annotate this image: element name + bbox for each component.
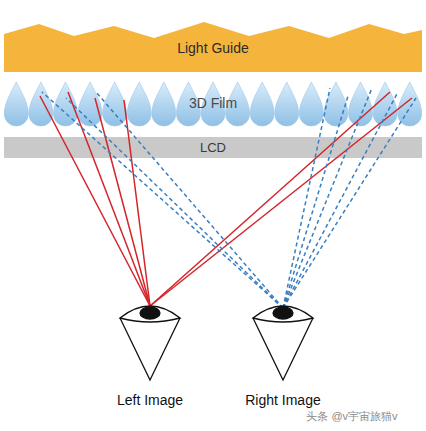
band-label: Light Guide: [177, 30, 249, 56]
lens-droplet: [275, 82, 299, 126]
eye-label: Right Image: [245, 392, 320, 408]
lens-droplet: [127, 82, 151, 126]
lens-droplet: [398, 82, 422, 126]
lens-droplet: [152, 82, 176, 126]
lens-droplet: [4, 82, 28, 126]
right-rays: [42, 88, 416, 308]
lens-droplet: [324, 82, 348, 126]
band-label: LCD: [200, 140, 226, 155]
left-rays: [40, 92, 412, 306]
lens-droplet: [250, 82, 274, 126]
film-band: 3D Film: [4, 74, 422, 132]
light-guide-band: Light Guide: [4, 14, 422, 72]
light-guide-shape: [4, 22, 422, 72]
watermark: 头条 @v宇宙旅猫v: [306, 409, 397, 424]
lens-droplet: [78, 82, 102, 126]
band-label: 3D Film: [189, 95, 237, 111]
lens-droplet: [29, 82, 53, 126]
lens-droplet: [349, 82, 373, 126]
eye-label: Left Image: [117, 392, 183, 408]
lens-droplet: [53, 82, 77, 126]
right-eye: [253, 306, 313, 380]
lens-droplet: [299, 82, 323, 126]
left-eye: [120, 306, 180, 380]
